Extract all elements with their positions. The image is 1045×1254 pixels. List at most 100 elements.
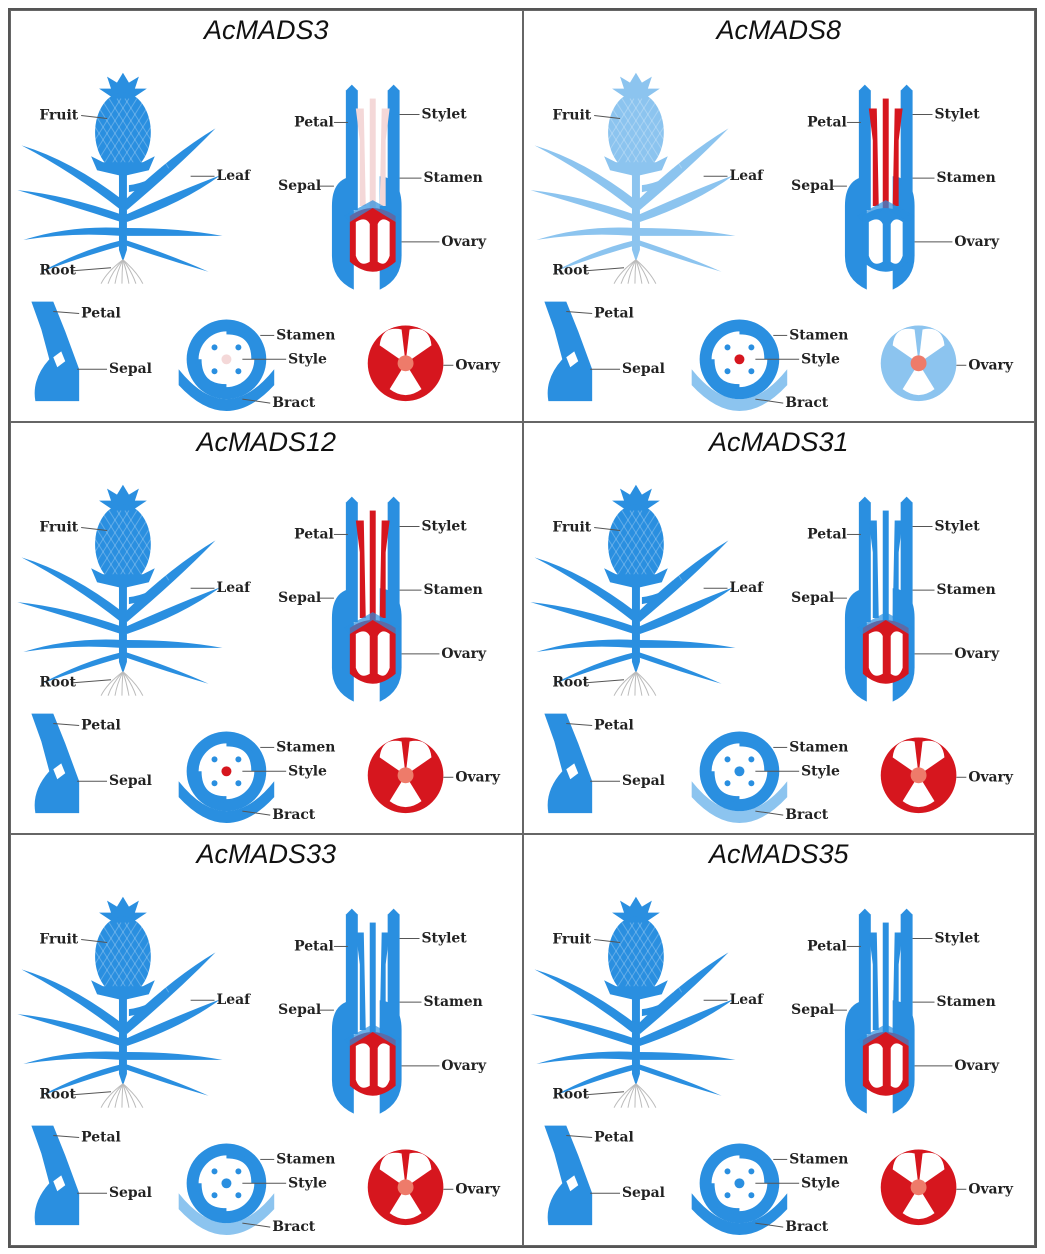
- petal-shape: [31, 302, 79, 402]
- leaf-blade: [125, 240, 209, 272]
- label-stamen: Stamen: [276, 327, 335, 343]
- ovary-cross-section: [880, 1149, 956, 1225]
- leaf-blade: [637, 640, 735, 648]
- label-leaf: Leaf: [216, 168, 251, 184]
- label-stamen: Stamen: [276, 1151, 335, 1167]
- label-petal: Petal: [594, 306, 634, 322]
- leader-line: [586, 268, 624, 271]
- label-sepal: Sepal: [278, 178, 321, 194]
- ovary-locule-left: [356, 631, 370, 675]
- ovary-locule-left: [868, 631, 882, 675]
- label-ovary: Ovary: [954, 646, 1000, 662]
- leaf-blade: [125, 1064, 209, 1096]
- label-root: Root: [39, 263, 76, 279]
- cross-ovule: [724, 344, 730, 350]
- root-strand: [122, 1084, 123, 1108]
- panel-illustration: FruitLeafRootPetalStyletSepalStamenOvary…: [524, 11, 1035, 421]
- root-strand: [634, 672, 635, 696]
- ovary-locule-left: [868, 219, 882, 263]
- label-leaf: Leaf: [216, 580, 251, 596]
- leaf-blade: [125, 228, 223, 236]
- leader-line: [586, 680, 624, 683]
- cross-ovule: [212, 1192, 218, 1198]
- cross-ovule: [235, 344, 241, 350]
- petal-sepal-detail: [31, 302, 79, 402]
- root-strand: [635, 1084, 648, 1108]
- ovary-locule-left: [868, 1043, 882, 1087]
- panel-illustration: FruitLeafRootPetalStyletSepalStamenOvary…: [524, 835, 1035, 1245]
- cross-style: [221, 354, 231, 364]
- flower-longitudinal: [844, 909, 914, 1114]
- label-bract: Bract: [785, 807, 829, 823]
- cross-ovule: [724, 1192, 730, 1198]
- cross-ovule: [212, 780, 218, 786]
- label-sepal: Sepal: [109, 1185, 152, 1201]
- ovary-cross-section: [368, 1149, 444, 1225]
- fruit-body: [608, 505, 664, 585]
- pineapple-plant: [17, 485, 222, 696]
- label-ovary: Ovary: [441, 646, 487, 662]
- ovary-locule-right: [378, 631, 390, 675]
- flower-stylet: [882, 923, 888, 1034]
- fruit-body: [95, 505, 151, 585]
- cross-ovule: [748, 1168, 754, 1174]
- ovary-cross-section: [368, 737, 444, 813]
- root-strand: [123, 672, 136, 696]
- flower-longitudinal: [332, 497, 402, 702]
- flower-petal-left: [858, 85, 870, 210]
- label-fruit: Fruit: [39, 519, 78, 535]
- leaf-blade: [536, 1051, 636, 1063]
- label-fruit: Fruit: [552, 107, 591, 123]
- expression-panel-grid: AcMADS3FruitLeafRootPetalStyletSepalStam…: [8, 8, 1037, 1248]
- label-sepal: Sepal: [791, 178, 834, 194]
- leaf-blade: [637, 228, 735, 236]
- flower-longitudinal: [844, 497, 914, 702]
- label-root: Root: [39, 1087, 76, 1103]
- leaf-blade: [637, 652, 721, 684]
- flower-stylet: [882, 511, 888, 622]
- label-stylet: Stylet: [421, 106, 467, 122]
- label-fruit: Fruit: [552, 519, 591, 535]
- floral-cross-section: [691, 731, 787, 823]
- cross-ovule: [212, 756, 218, 762]
- ovary-locule-left: [356, 1043, 370, 1087]
- leader-line: [73, 268, 111, 271]
- label-leaf: Leaf: [729, 992, 764, 1008]
- ovary-cross-section: [368, 325, 444, 401]
- label-stamen: Stamen: [789, 1151, 848, 1167]
- floral-cross-section: [179, 1143, 275, 1235]
- root-strand: [122, 260, 123, 284]
- label-petal: Petal: [294, 526, 334, 542]
- petal-shape: [544, 714, 592, 814]
- cross-style: [734, 1178, 744, 1188]
- label-bract: Bract: [272, 1219, 316, 1235]
- flower-longitudinal: [844, 85, 914, 290]
- label-sepal: Sepal: [109, 773, 152, 789]
- ovary-locule-right: [890, 219, 902, 263]
- label-leaf: Leaf: [216, 992, 251, 1008]
- petal-shape: [31, 714, 79, 814]
- floral-cross-section: [179, 319, 275, 411]
- panel-illustration: FruitLeafRootPetalStyletSepalStamenOvary…: [11, 423, 522, 833]
- flower-petal-right: [388, 909, 400, 1034]
- leaf-blade: [125, 652, 209, 684]
- label-style: Style: [801, 351, 840, 367]
- leaf-blade: [637, 1052, 735, 1060]
- label-bract: Bract: [785, 395, 829, 411]
- flower-stylet: [370, 511, 376, 622]
- flower-petal-right: [388, 85, 400, 210]
- flower-petal-right: [900, 85, 912, 210]
- label-sepal: Sepal: [622, 1185, 665, 1201]
- cross-ovule: [748, 780, 754, 786]
- flower-petal-right: [900, 497, 912, 622]
- label-stamen: Stamen: [789, 739, 848, 755]
- label-fruit: Fruit: [552, 931, 591, 947]
- cross-ovule: [748, 368, 754, 374]
- petal-sepal-detail: [544, 302, 592, 402]
- cross-style: [734, 766, 744, 776]
- leaf-blade: [637, 240, 721, 272]
- ovary-cross-section: [880, 325, 956, 401]
- cross-ovule: [235, 780, 241, 786]
- ovary-cross-section: [880, 737, 956, 813]
